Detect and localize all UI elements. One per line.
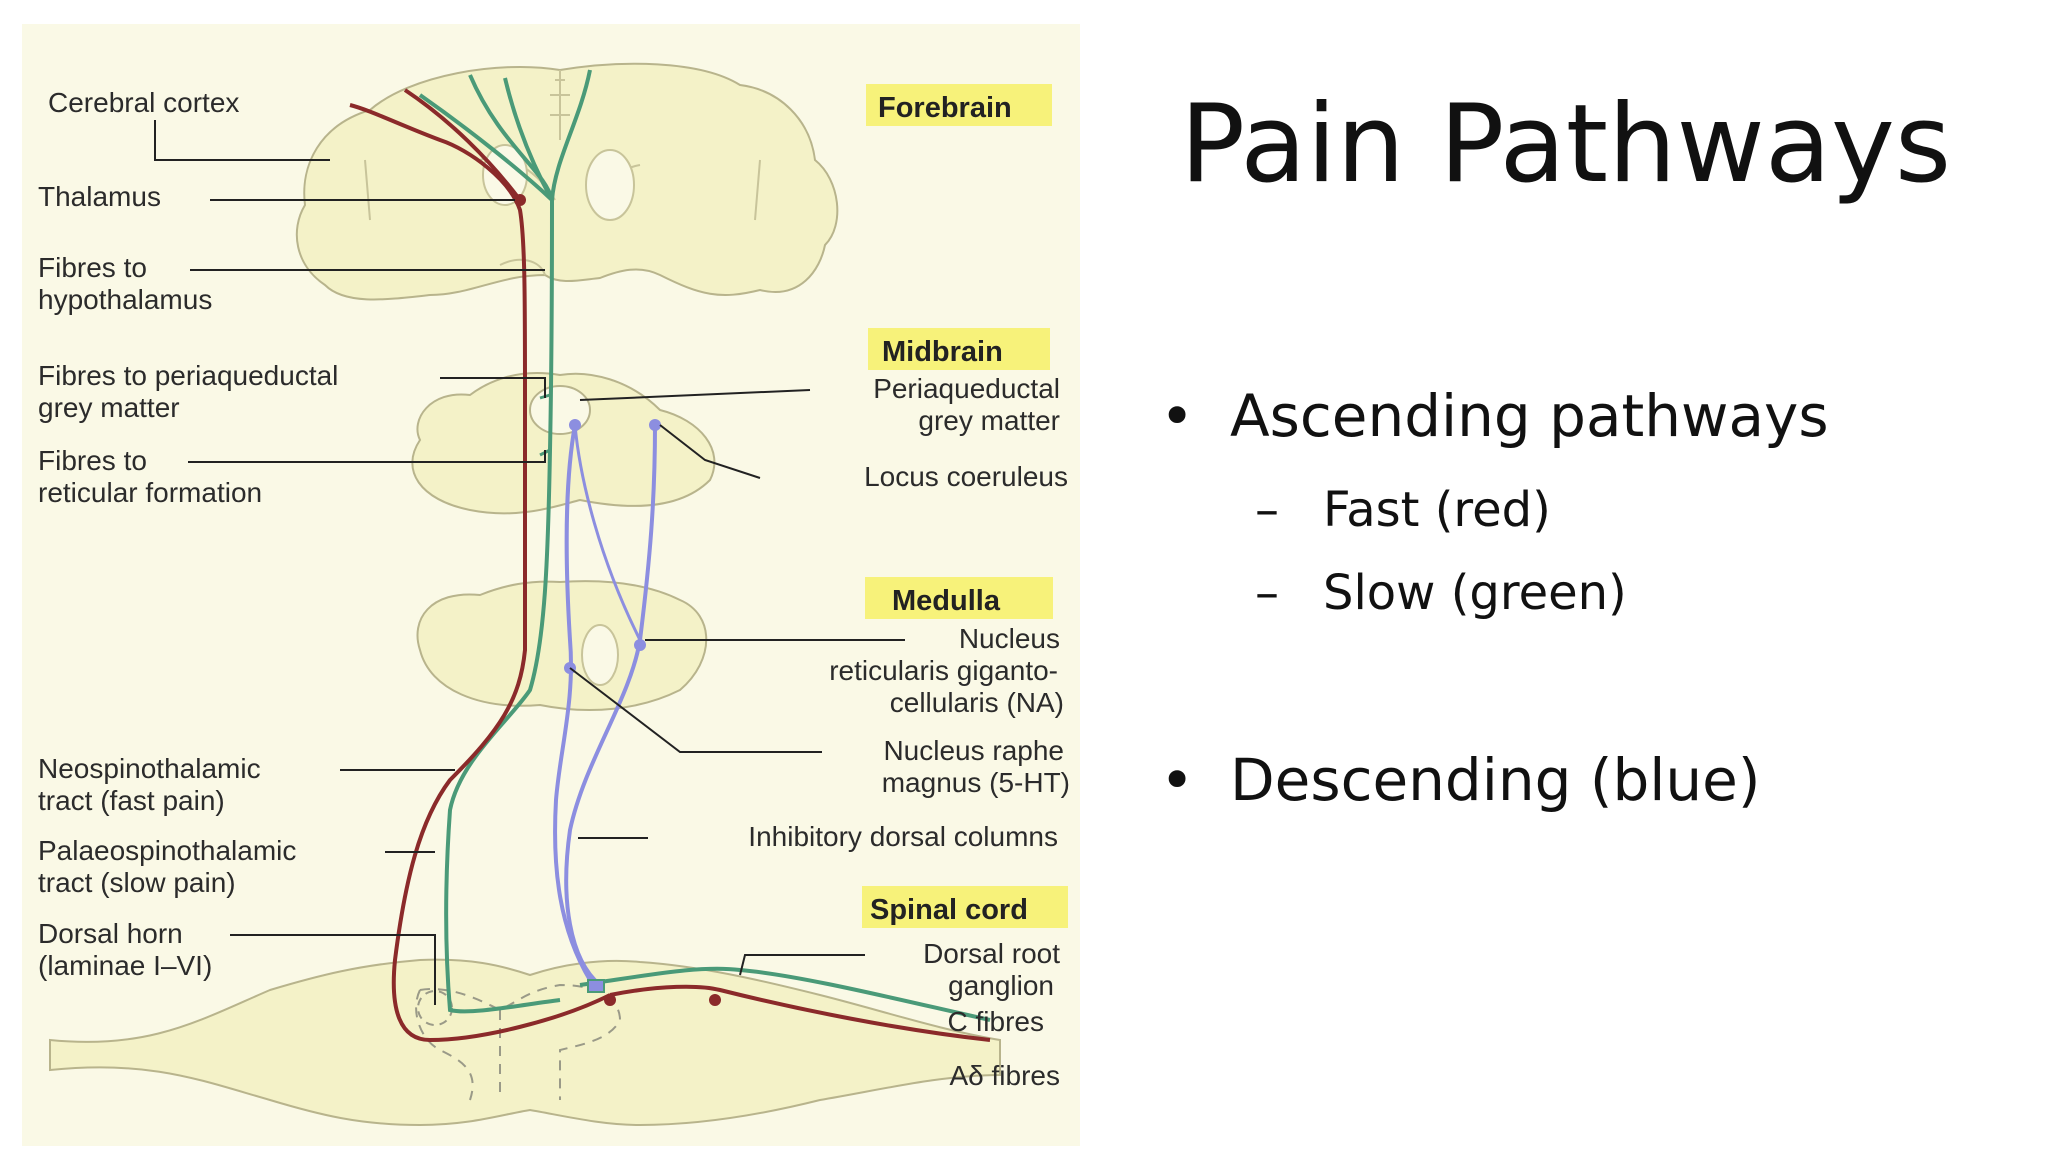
periaqueductal-label-1: Periaqueductal xyxy=(873,373,1060,404)
bullet-marker: • xyxy=(1160,746,1195,814)
periaqueductal-label-2: grey matter xyxy=(918,405,1060,436)
subitem-slow-text: Slow (green) xyxy=(1323,565,1627,621)
nucleus-raphe-label-2: magnus (5-HT) xyxy=(882,767,1070,798)
slow-pathway-periphery xyxy=(579,966,991,1022)
slow-pathway-main xyxy=(444,74,561,1014)
slow-pathway-branch-3 xyxy=(550,69,592,201)
bullet-ascending: • Ascending pathways xyxy=(1160,382,1829,452)
c-fibres-label: C fibres xyxy=(948,1006,1044,1037)
section-medulla: Medulla xyxy=(865,577,1053,619)
slide-title: Pain Pathways xyxy=(1180,82,1952,207)
ventricle-right xyxy=(585,149,635,221)
thalamus-node xyxy=(514,194,526,206)
medulla-olive xyxy=(581,624,619,686)
nucleus-reticularis-label-1: Nucleus xyxy=(959,623,1060,654)
descending-pathway-1 xyxy=(553,424,592,982)
locus-coeruleus-node xyxy=(649,419,661,431)
thalamus-label: Thalamus xyxy=(38,181,161,212)
dorsal-horn-label-1: Dorsal horn xyxy=(38,918,183,949)
fast-pathway-branch xyxy=(403,88,522,202)
slow-pathway-branch-2 xyxy=(503,77,554,201)
medulla-label: Medulla xyxy=(892,585,1001,617)
medulla-section xyxy=(416,580,708,711)
inhibitory-dorsal-label: Inhibitory dorsal columns xyxy=(748,821,1058,852)
neospinothalamic-label-2: tract (fast pain) xyxy=(38,785,225,816)
a-delta-fibres-label: Aδ fibres xyxy=(949,1060,1060,1091)
forebrain-section xyxy=(295,62,839,301)
dorsal-root-label-2: ganglion xyxy=(948,970,1054,1001)
fibres-reticular-label-2: reticular formation xyxy=(38,477,262,508)
forebrain-label: Forebrain xyxy=(878,92,1012,124)
descending-pathway-3 xyxy=(573,424,642,641)
fibres-hypothalamus-label-2: hypothalamus xyxy=(38,284,212,315)
dorsal-root-label-1: Dorsal root xyxy=(923,938,1060,969)
bullet-descending: • Descending (blue) xyxy=(1160,746,1760,816)
nucleus-raphe-label-1: Nucleus raphe xyxy=(883,735,1064,766)
midbrain-section xyxy=(411,371,716,515)
grey-matter-outline xyxy=(415,983,622,1101)
dorsal-root-node xyxy=(709,994,721,1006)
nucleus-reticularis-label-3: cellularis (NA) xyxy=(890,687,1064,718)
leader-lines xyxy=(154,120,905,1005)
section-forebrain: Forebrain xyxy=(866,84,1052,126)
cerebral-cortex-label: Cerebral cortex xyxy=(48,87,239,118)
bullet-marker: • xyxy=(1160,382,1195,450)
locus-coeruleus-label: Locus coeruleus xyxy=(864,461,1068,492)
fibres-hypothalamus-label-1: Fibres to xyxy=(38,252,147,283)
bullet-ascending-text: Ascending pathways xyxy=(1230,382,1829,450)
descending-pathway-2 xyxy=(564,424,657,987)
dorsal-horn-region xyxy=(417,990,453,1026)
pag-node xyxy=(569,419,581,431)
spinal-synapse xyxy=(587,979,605,993)
nucleus-reticularis-label-2: reticularis giganto- xyxy=(829,655,1058,686)
subitem-marker: – xyxy=(1255,565,1279,621)
slow-pathway-branch-1 xyxy=(418,93,554,202)
fibres-pag-label-1: Fibres to periaqueductal xyxy=(38,360,338,391)
dorsal-horn-node xyxy=(604,994,616,1006)
section-spinal-cord: Spinal cord xyxy=(862,886,1068,928)
subitem-fast-text: Fast (red) xyxy=(1323,482,1551,538)
subitem-fast: –Fast (red) xyxy=(1255,482,1551,540)
fibres-pag-label-2: grey matter xyxy=(38,392,180,423)
nucleus-reticularis-node xyxy=(634,639,646,651)
fibres-reticular-label-1: Fibres to xyxy=(38,445,147,476)
periaqueductal-region xyxy=(529,385,591,435)
fast-pathway-main xyxy=(349,103,611,1043)
section-midbrain: Midbrain xyxy=(868,328,1050,370)
dorsal-horn-label-2: (laminae I–VI) xyxy=(38,950,212,981)
subitem-marker: – xyxy=(1255,482,1279,538)
palaeospinothalamic-label-2: tract (slow pain) xyxy=(38,867,236,898)
neospinothalamic-label-1: Neospinothalamic xyxy=(38,753,261,784)
palaeospinothalamic-label-1: Palaeospinothalamic xyxy=(38,835,296,866)
midbrain-label: Midbrain xyxy=(882,336,1003,368)
fast-pathway-periphery xyxy=(609,984,991,1042)
bullet-descending-text: Descending (blue) xyxy=(1230,746,1761,814)
spinal-cord-label: Spinal cord xyxy=(870,894,1028,926)
subitem-slow: –Slow (green) xyxy=(1255,565,1627,623)
